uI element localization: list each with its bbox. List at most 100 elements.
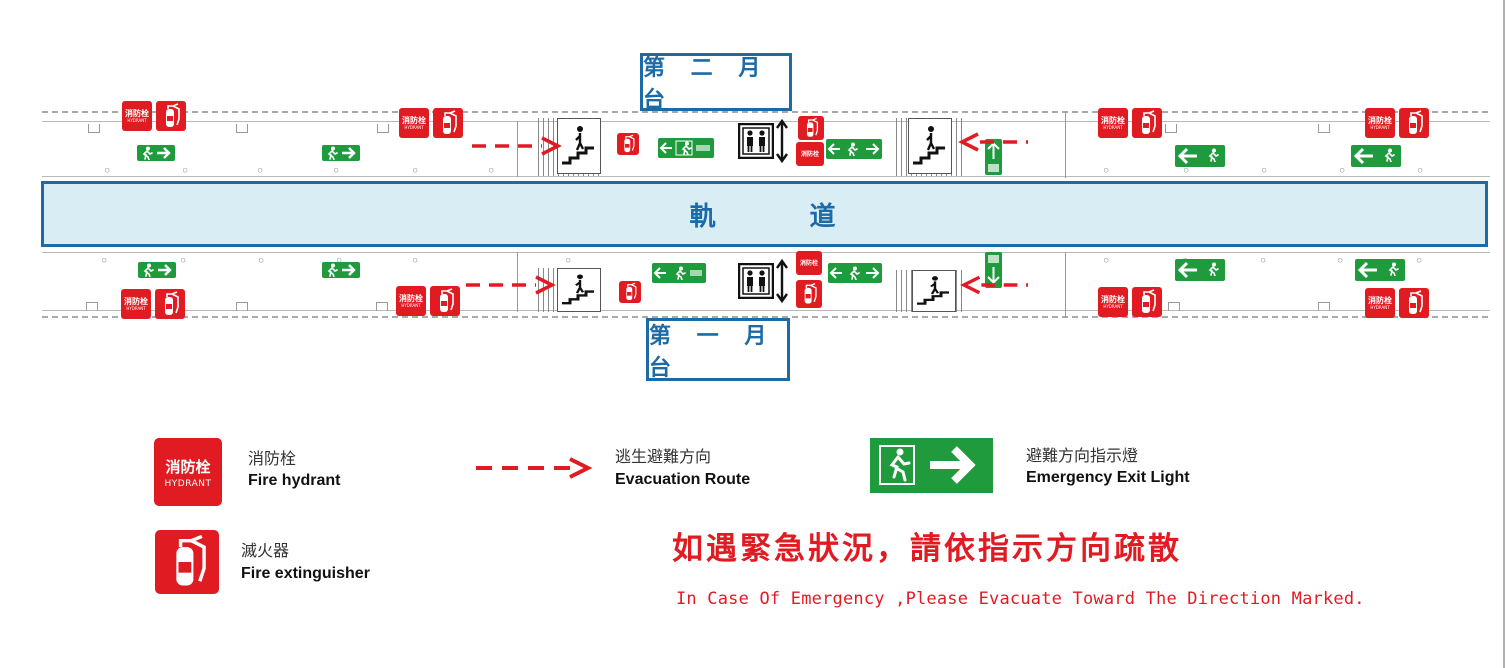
floor-mark: ◯ xyxy=(1261,256,1266,264)
fire-extinguisher-icon xyxy=(796,280,822,308)
hydrant-sign-text: 消防栓 xyxy=(399,293,423,303)
exit-sign-left xyxy=(828,263,882,283)
exit-sign-right xyxy=(322,145,360,161)
floor-mark: ◯ xyxy=(566,256,571,264)
column-mark xyxy=(236,302,248,311)
hydrant-sign-text: 消防栓 xyxy=(124,296,148,306)
elevator-icon xyxy=(738,263,774,299)
column-mark xyxy=(376,302,388,311)
emergency-notice-en: In Case Of Emergency ,Please Evacuate To… xyxy=(676,589,1365,609)
stairs-icon xyxy=(912,270,956,312)
elevator-icon xyxy=(738,123,774,159)
floor-mark: ◯ xyxy=(334,166,339,174)
legend-hydrant-icon: 消防栓 HYDRANT xyxy=(154,438,222,506)
hydrant-sign-subtext: HYDRANT xyxy=(1370,304,1390,310)
floor-mark: ◯ xyxy=(183,166,188,174)
floor-mark: ◯ xyxy=(102,256,107,264)
floor-mark: ◯ xyxy=(1340,166,1345,174)
floor-mark: ◯ xyxy=(413,166,418,174)
hydrant-sign-text: 消防栓 xyxy=(800,150,819,158)
floor-mark: ◯ xyxy=(1418,166,1423,174)
legend-hydrant-sign-text: 消防栓 xyxy=(165,457,211,476)
exit-sign-right xyxy=(138,262,176,278)
platform-1-edge-bottom xyxy=(42,316,1490,318)
legend-extinguisher-zh: 滅火器 xyxy=(241,541,290,560)
floor-mark: ◯ xyxy=(337,256,342,264)
column-mark xyxy=(377,124,389,133)
hydrant-icon: 消防栓 xyxy=(796,142,824,166)
hydrant-sign-subtext: HYDRANT xyxy=(401,302,421,308)
column-mark xyxy=(1165,124,1177,133)
platform-2-edge-top xyxy=(42,111,1490,113)
legend-evacuation-route-arrow xyxy=(474,457,594,479)
hydrant-sign-text: 消防栓 xyxy=(1368,115,1392,125)
up-down-arrow-icon xyxy=(776,118,788,164)
platform-1-edge-line xyxy=(42,310,1490,311)
fire-extinguisher-icon xyxy=(1399,108,1429,138)
exit-sign-left xyxy=(658,138,714,158)
exit-sign-right xyxy=(137,145,175,161)
legend-hydrant-sign-subtext: HYDRANT xyxy=(164,478,212,489)
legend-fire-extinguisher-icon xyxy=(155,530,219,594)
floor-mark: ◯ xyxy=(181,256,186,264)
stairs-icon xyxy=(908,118,952,174)
stairs-icon xyxy=(557,268,601,312)
column-mark xyxy=(1318,124,1330,133)
platform-1-divider xyxy=(517,252,518,312)
legend-exit-light-icon xyxy=(870,438,993,493)
page-right-border xyxy=(1503,0,1505,668)
platform-2-label: 第 二 月 台 xyxy=(640,53,792,113)
floor-mark: ◯ xyxy=(413,256,418,264)
hydrant-sign-subtext: HYDRANT xyxy=(126,305,146,311)
evacuation-route-arrow xyxy=(470,136,562,156)
exit-sign-left xyxy=(1355,259,1405,281)
exit-sign-left xyxy=(826,139,882,159)
fire-extinguisher-icon xyxy=(1132,287,1162,317)
floor-mark: ◯ xyxy=(489,166,494,174)
floor-mark: ◯ xyxy=(1104,256,1109,264)
fire-extinguisher-icon xyxy=(617,133,639,155)
evacuation-route-arrow xyxy=(463,275,557,295)
fire-extinguisher-icon xyxy=(1132,108,1162,138)
exit-sign-down xyxy=(985,252,1002,288)
up-down-arrow-icon xyxy=(776,258,788,304)
hydrant-sign-text: 消防栓 xyxy=(799,259,818,267)
column-mark xyxy=(1168,302,1180,311)
platform-1-label: 第 一 月 台 xyxy=(646,318,790,381)
stairs-icon xyxy=(557,118,601,174)
track-label-char: 道 xyxy=(809,201,840,232)
legend-exit-light-en: Emergency Exit Light xyxy=(1026,469,1190,486)
platform-2-divider xyxy=(1065,112,1066,178)
column-mark xyxy=(88,124,100,133)
column-mark xyxy=(86,302,98,311)
exit-sign-left xyxy=(1175,259,1225,281)
legend-hydrant-en: Fire hydrant xyxy=(248,472,341,489)
hydrant-sign-text: 消防栓 xyxy=(125,108,149,118)
floor-mark: ◯ xyxy=(105,166,110,174)
track-label: 軌 道 xyxy=(41,181,1488,247)
hydrant-sign-subtext: HYDRANT xyxy=(1103,124,1123,130)
evacuation-route-arrow xyxy=(960,275,1030,295)
hydrant-sign-text: 消防栓 xyxy=(402,115,426,125)
hydrant-icon: 消防栓 xyxy=(796,251,822,275)
emergency-notice-zh: 如遇緊急狀況，請依指示方向疏散 xyxy=(672,531,1182,567)
fire-extinguisher-icon xyxy=(1399,288,1429,318)
fire-extinguisher-icon xyxy=(798,116,824,140)
legend-exit-light-zh: 避難方向指示燈 xyxy=(1026,446,1139,465)
floor-mark: ◯ xyxy=(1338,256,1343,264)
column-mark xyxy=(1318,302,1330,311)
track-label-char: 軌 xyxy=(689,201,720,232)
floor-mark: ◯ xyxy=(1417,256,1422,264)
fire-extinguisher-icon xyxy=(433,108,463,138)
platform-2-divider xyxy=(517,121,518,177)
floor-mark: ◯ xyxy=(259,256,264,264)
legend-route-en: Evacuation Route xyxy=(615,471,751,488)
